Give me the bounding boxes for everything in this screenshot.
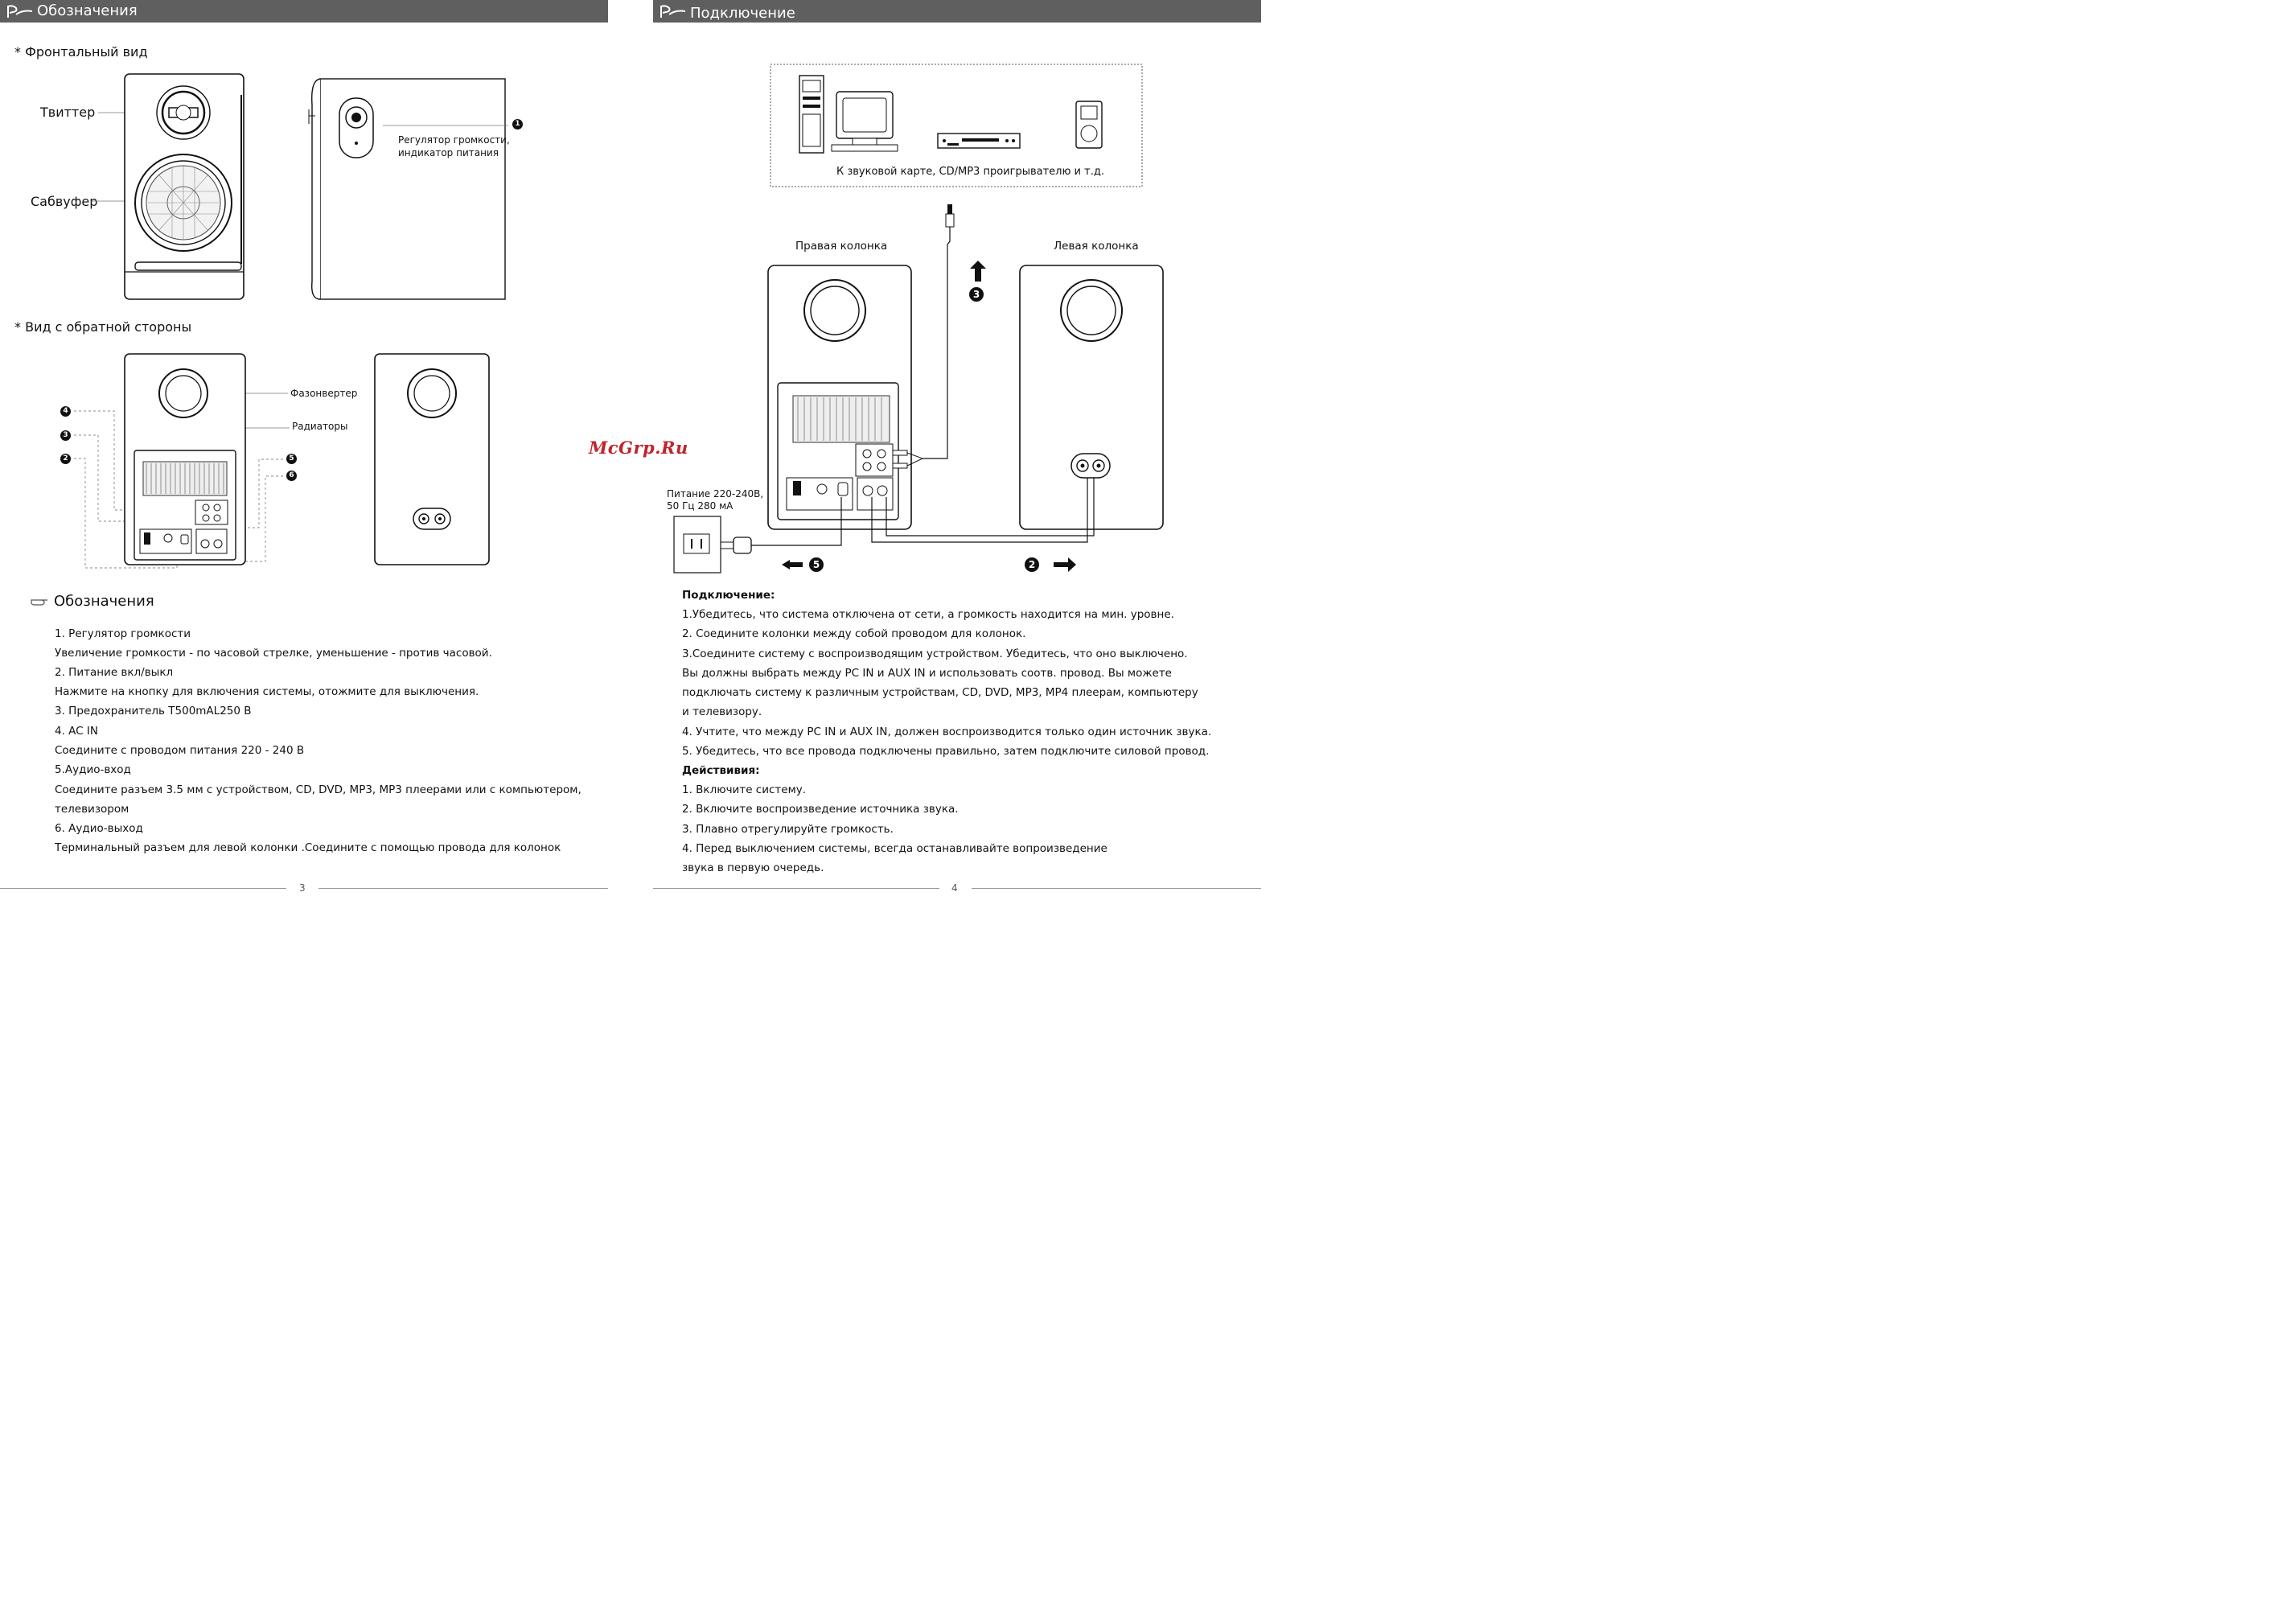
pointing-hand-icon	[31, 599, 47, 606]
right-footer-rule-left	[653, 888, 939, 889]
label-subwoofer: Сабвуфер	[31, 194, 98, 209]
side-speaker-drawing	[308, 78, 508, 300]
callout-3-marker: 3	[60, 430, 71, 441]
connection-heading: Подключение:	[682, 589, 775, 602]
cd-player-icon	[937, 133, 1021, 149]
connection-line: подключать систему к различным устройств…	[682, 686, 1198, 699]
action-line: 3. Плавно отрегулируйте громкость.	[682, 823, 894, 836]
power-label-line-2: 50 Гц 280 мА	[667, 500, 734, 512]
power-label-line-1: Питание 220-240В,	[667, 488, 764, 500]
right-footer-rule-right	[972, 888, 1261, 889]
connection-line: 5. Убедитесь, что все провода подключены…	[682, 745, 1210, 758]
connection-diagram	[673, 204, 1164, 574]
legend-line: 6. Аудио-выход	[55, 822, 143, 835]
label-left-speaker: Левая колонка	[1054, 240, 1139, 253]
mp3-player-icon	[1075, 101, 1103, 149]
legend-line: 4. AC IN	[55, 725, 98, 738]
legend-line: телевизором	[55, 803, 129, 816]
front-speaker-drawing	[90, 73, 245, 300]
legend-line: Увеличение громкости - по часовой стрелк…	[55, 647, 492, 660]
pen-logo-icon	[7, 5, 33, 18]
legend-line: 2. Питание вкл/выкл	[55, 666, 174, 679]
watermark-text: McGrp.Ru	[589, 438, 688, 458]
label-phase-inverter: Фазонвертер	[290, 388, 358, 399]
callout-6-marker: 6	[286, 471, 297, 481]
right-page-header: Подключение	[653, 0, 1261, 23]
callout-1-line-2: индикатор питания	[398, 147, 499, 158]
left-page-number: 3	[299, 882, 306, 894]
legend-line: 5.Аудио-вход	[55, 763, 131, 776]
right-header-title: Подключение	[690, 5, 795, 22]
step-3-marker: 3	[969, 287, 984, 302]
step-5-marker: 5	[809, 557, 824, 572]
connection-line: 4. Учтите, что между PC IN и AUX IN, дол…	[682, 726, 1212, 738]
action-line: 4. Перед выключением системы, всегда ост…	[682, 842, 1107, 855]
callout-2-marker: 2	[60, 454, 71, 464]
back-speaker-drawing	[74, 353, 290, 569]
monitor-icon	[831, 91, 898, 152]
left-page-header: Обозначения	[0, 0, 608, 23]
callout-1-marker: 1	[512, 119, 523, 130]
callout-4-marker: 4	[60, 406, 71, 417]
legend-line: Нажмите на кнопку для включения системы,…	[55, 685, 479, 698]
step-2-marker: 2	[1025, 557, 1039, 572]
left-footer-rule-right	[318, 888, 608, 889]
label-radiators: Радиаторы	[292, 421, 348, 432]
legend-line: 1. Регулятор громкости	[55, 627, 191, 640]
legend-line: 3. Предохранитель T500mAL250 В	[55, 705, 252, 717]
left-header-title: Обозначения	[37, 2, 138, 19]
connection-line: 1.Убедитесь, что система отключена от се…	[682, 608, 1174, 621]
connection-line: Вы должны выбрать между PC IN и AUX IN и…	[682, 667, 1172, 680]
connection-line: и телевизору.	[682, 705, 762, 718]
back-view-heading: * Вид с обратной стороны	[14, 319, 192, 335]
callout-1-line-1: Регулятор громкости,	[398, 134, 510, 146]
left-speaker-back-drawing	[374, 353, 490, 565]
legend-line: Соедините с проводом питания 220 - 240 В	[55, 744, 305, 757]
actions-heading: Действивия:	[682, 764, 760, 777]
action-line: звука в первую очередь.	[682, 861, 824, 874]
audio-sources-box	[770, 64, 1143, 187]
label-tweeter: Твиттер	[40, 105, 96, 120]
connection-line: 2. Соедините колонки между собой проводо…	[682, 627, 1026, 640]
callout-5-marker: 5	[286, 454, 297, 464]
front-view-heading: * Фронтальный вид	[14, 44, 148, 60]
label-right-speaker: Правая колонка	[795, 240, 888, 253]
pen-logo-icon	[660, 5, 686, 18]
legend-heading: Обозначения	[54, 593, 154, 610]
action-line: 2. Включите воспроизведение источника зв…	[682, 803, 959, 816]
connection-line: 3.Соедините систему с воспроизводящим ус…	[682, 648, 1188, 660]
legend-line: Соедините разъем 3.5 мм с устройством, C…	[55, 783, 581, 796]
pc-tower-icon	[799, 75, 824, 154]
sources-caption: К звуковой карте, CD/MP3 проигрывателю и…	[836, 166, 1104, 178]
action-line: 1. Включите систему.	[682, 783, 807, 796]
left-footer-rule-left	[0, 888, 286, 889]
right-page-number: 4	[951, 882, 958, 894]
legend-line: Терминальный разъем для левой колонки .С…	[55, 841, 561, 854]
